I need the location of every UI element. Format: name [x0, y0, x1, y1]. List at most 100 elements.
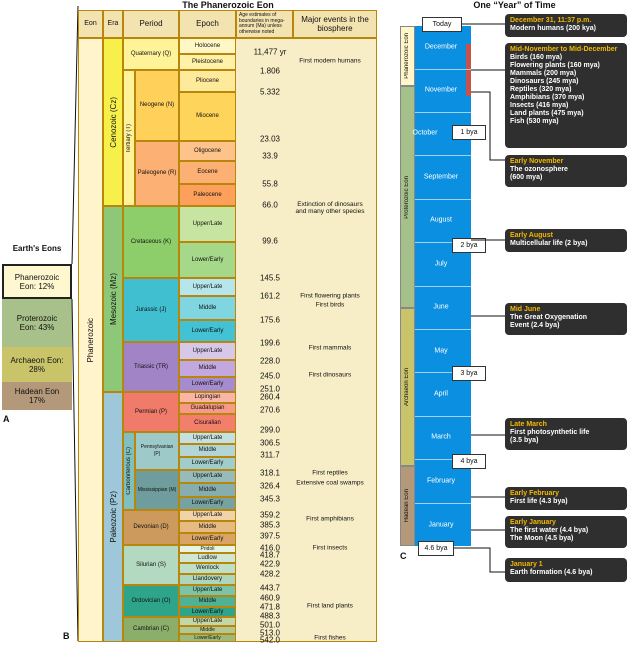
age-value: 245.0	[259, 371, 281, 381]
period-cretaceous-label: Cretaceous (K)	[130, 238, 172, 245]
header-period: Period	[123, 10, 179, 38]
epoch-label: Middle	[198, 304, 217, 311]
period-tertiary: Tertiary (T)	[123, 70, 135, 206]
callout-date: Early November	[510, 158, 564, 165]
age-value: 11,477 yr	[253, 47, 287, 57]
epoch-label: Middle	[198, 486, 217, 493]
period-ordovician: Ordovician (O)	[123, 585, 179, 617]
callout-date: Early August	[510, 232, 553, 239]
era-mesozoic-cell: Mesozoic (Mz)	[103, 206, 123, 392]
callout-line: The Great Oxygenation	[510, 314, 588, 321]
age-value: 428.2	[259, 569, 281, 579]
epoch-label: Lower/Early	[191, 460, 224, 466]
age-value: 251.0	[259, 384, 281, 394]
epoch-cell: Middle	[179, 521, 236, 533]
callout-line: The ozonosphere	[510, 166, 568, 173]
age-value: 488.3	[259, 611, 281, 621]
callout-line: Reptiles (320 mya)	[510, 86, 572, 93]
epoch-cell: Lower/Early	[179, 377, 236, 392]
period-silurian: Silurian (S)	[123, 545, 179, 585]
header-era: Era	[103, 10, 123, 38]
epoch-cell: Pliocene	[179, 70, 236, 92]
epoch-cell: Upper/Late	[179, 278, 236, 296]
epoch-label: Upper/Late	[192, 618, 223, 624]
month-separator	[415, 503, 471, 504]
period-paleogene-label: Paleogene (R)	[137, 170, 177, 176]
header-events: Major events in the biosphere	[293, 10, 377, 38]
era-paleozoic-cell: Paleozoic (Pz)	[103, 392, 123, 642]
epoch-cell: Pridoli	[179, 545, 236, 553]
age-value: 5.332	[259, 87, 281, 97]
period-cretaceous: Cretaceous (K)	[123, 206, 179, 278]
age-value: 422.9	[259, 559, 281, 569]
epoch-label: Middle	[198, 523, 217, 530]
archaeon-eon-label: Archaeon Eon: 28%	[10, 355, 64, 374]
epoch-cell: Upper/Late	[179, 617, 236, 626]
age-value: 311.7	[260, 450, 280, 460]
epoch-cell: Lower/Early	[179, 320, 236, 342]
age-value: 66.0	[262, 200, 278, 210]
hadean-eon-label: Hadean Eon 17%	[14, 387, 60, 405]
epoch-label: Llandovery	[192, 576, 223, 582]
bya-marker-4: 4 bya	[452, 454, 486, 469]
year-eon-phanerozoic: Phanerozoic Eon	[400, 26, 415, 86]
callout-line: (3.5 bya)	[510, 437, 539, 444]
period-devonian-label: Devonian (D)	[133, 524, 169, 530]
epoch-label: Eocene	[197, 169, 218, 175]
epoch-label: Lower/Early	[191, 327, 224, 334]
age-value: 326.4	[259, 481, 281, 491]
epoch-cell: Oligocene	[179, 141, 236, 161]
month-label-july: July	[434, 260, 448, 268]
event-text: First dinosaurs	[308, 371, 352, 379]
month-separator	[415, 242, 471, 243]
callout-date: Mid June	[510, 306, 541, 313]
period-paleogene: Paleogene (R)	[135, 141, 179, 206]
age-value: 228.0	[259, 356, 281, 366]
epoch-cell: Llandovery	[179, 574, 236, 585]
header-eon: Eon	[78, 10, 103, 38]
period-jurassic: Jurassic (J)	[123, 278, 179, 342]
period-triassic: Triassic (TR)	[123, 342, 179, 392]
period-permian: Permian (P)	[123, 392, 179, 432]
epoch-cell: Middle	[179, 296, 236, 320]
age-value: 270.6	[259, 405, 281, 415]
month-separator	[415, 199, 471, 200]
epoch-cell: Holocene	[179, 38, 236, 54]
epoch-label: Middle	[198, 447, 217, 453]
event-text: Extinction of dinosaurs and many other s…	[295, 201, 365, 215]
epoch-cell: Pleistocene	[179, 54, 236, 70]
epoch-label: Guadalupian	[190, 405, 225, 411]
event-text: First birds	[315, 301, 345, 309]
epoch-label: Lower/Early	[194, 634, 221, 641]
epoch-label: Middle	[198, 365, 217, 371]
age-value: 460.9	[259, 593, 281, 603]
age-value: 501.0	[259, 620, 281, 630]
epoch-cell: Lower/Early	[179, 607, 236, 617]
callout-line: Amphibians (370 mya)	[510, 94, 585, 101]
epoch-cell: Middle	[179, 444, 236, 457]
callout-line: Land plants (475 mya)	[510, 110, 584, 117]
event-text: First insects	[312, 544, 348, 552]
callout-line: Mammals (200 mya)	[510, 70, 577, 77]
header-epoch: Epoch	[179, 10, 236, 38]
age-value: 397.5	[259, 531, 281, 541]
epoch-label: Upper/Late	[192, 512, 223, 518]
epoch-label: Paleocene	[193, 191, 222, 198]
callout-mid-november: Mid-November to Mid-December Birds (160 …	[505, 43, 627, 148]
callout-date: Late March	[510, 421, 547, 428]
year-eon-hadean: Hadean Eon	[400, 466, 415, 546]
period-quaternary-label: Quaternary (Q)	[130, 50, 172, 57]
archaeon-eon-box: Archaeon Eon: 28%	[2, 347, 72, 382]
month-label-may: May	[434, 347, 448, 355]
today-marker: Today	[422, 17, 462, 32]
age-value: 318.1	[259, 468, 281, 478]
epoch-label: Lopingian	[194, 394, 221, 400]
event-text: First flowering plants	[300, 292, 360, 300]
age-value: 513.0	[259, 628, 281, 638]
year-eon-archaeon: Archaeon Eon	[400, 308, 415, 466]
callout-date: Early January	[510, 519, 556, 526]
event-text: First amphibians	[306, 515, 354, 523]
epoch-cell: Wenlock	[179, 563, 236, 574]
bya-marker-4-6: 4.6 bya	[418, 541, 454, 556]
month-label-october: October	[412, 129, 438, 137]
